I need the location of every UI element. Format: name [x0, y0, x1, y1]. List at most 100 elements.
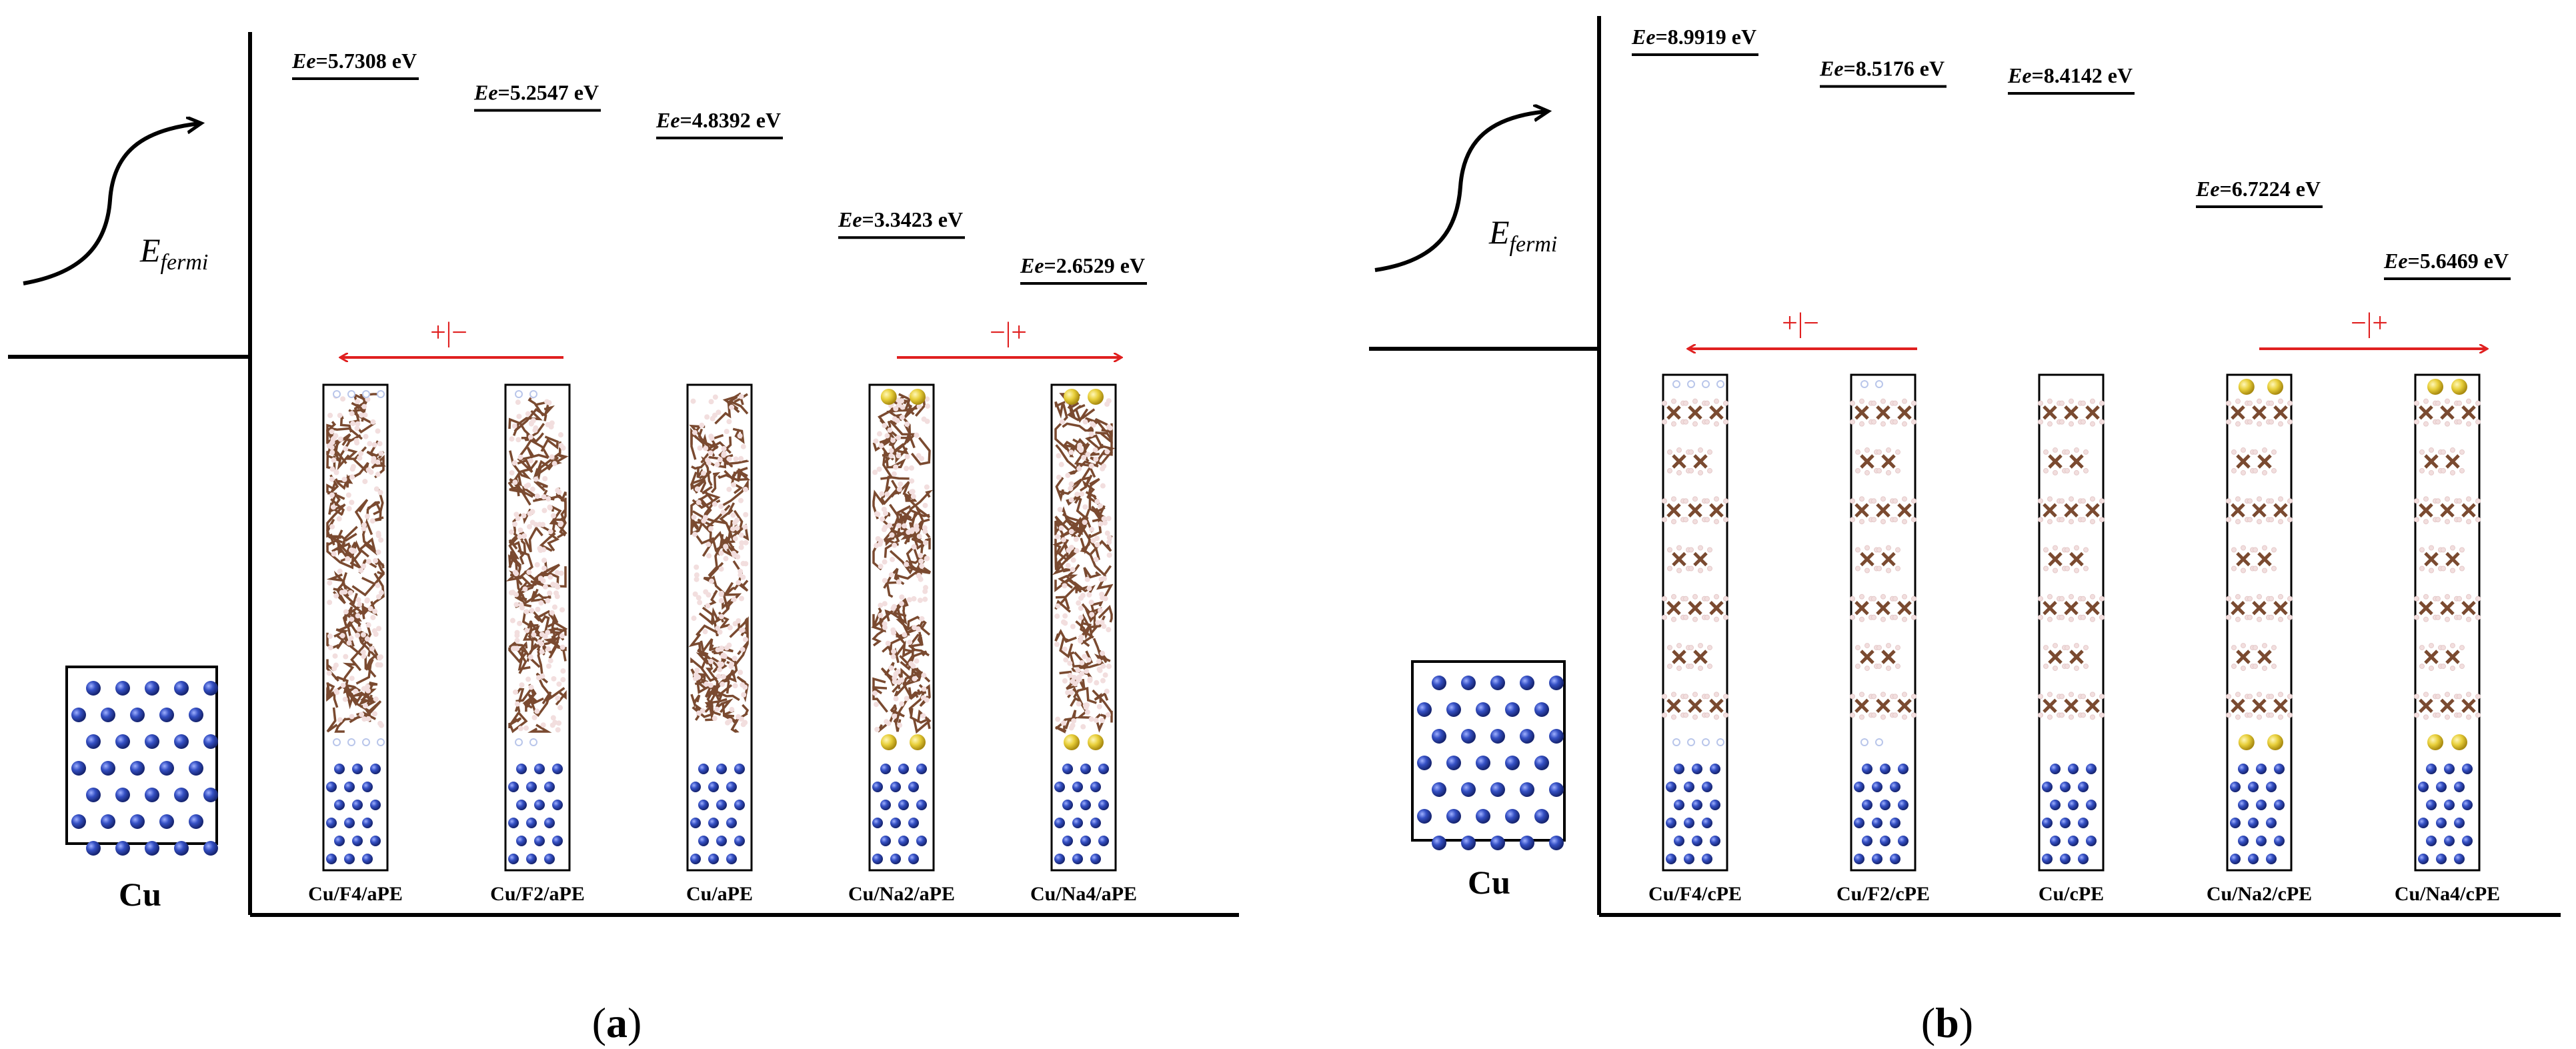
h-atom	[887, 427, 893, 433]
h-atom	[875, 511, 881, 517]
h-atom	[547, 504, 553, 510]
h-atom	[548, 423, 554, 429]
cu-atom	[2274, 836, 2285, 846]
f-atom	[1702, 380, 1710, 388]
cu-atom	[334, 800, 345, 810]
h-atom	[712, 716, 718, 722]
polymer-chain	[1054, 399, 1070, 419]
h-atom	[708, 433, 714, 439]
cu-atom	[159, 708, 174, 722]
h-atom	[1072, 681, 1078, 687]
h-atom	[1088, 431, 1094, 437]
left-arrow-label: +|−	[430, 317, 467, 348]
h-atom	[551, 461, 557, 467]
h-atom	[718, 550, 724, 556]
h-atom	[527, 434, 533, 440]
cu-atom	[690, 854, 701, 864]
h-atom	[899, 594, 905, 600]
cu-atom	[1062, 764, 1073, 774]
cu-atom	[71, 761, 86, 776]
cu-atom	[2426, 764, 2437, 774]
h-atom	[521, 513, 527, 519]
h-atom	[1104, 688, 1110, 694]
h-atom	[732, 683, 738, 689]
h-atom	[1106, 627, 1112, 633]
cu-atom	[516, 764, 527, 774]
h-atom	[919, 616, 925, 622]
h-atom	[885, 640, 891, 646]
cu-atom	[880, 836, 891, 846]
h-atom	[692, 429, 698, 435]
h-atom	[735, 554, 741, 560]
polymer-chain	[517, 438, 550, 459]
polymer-chain	[513, 407, 547, 433]
cu-atom	[1534, 756, 1549, 770]
h-atom	[1084, 576, 1090, 582]
h-atom	[375, 459, 381, 465]
polymer-chain	[726, 395, 749, 415]
h-atom	[518, 602, 524, 608]
h-atom	[878, 612, 884, 618]
h-atom	[879, 491, 885, 497]
cu-atom	[1684, 818, 1694, 828]
h-atom	[537, 546, 543, 552]
polymer-chain	[329, 474, 339, 493]
h-atom	[1054, 614, 1060, 620]
h-atom	[924, 556, 930, 562]
pe-unit	[2457, 692, 2481, 720]
h-atom	[336, 515, 342, 521]
slab-cu-na4-ape	[1050, 383, 1117, 872]
h-atom	[691, 514, 697, 520]
polymer-chain	[326, 570, 345, 582]
h-atom	[546, 399, 552, 405]
cu-atom	[1854, 818, 1864, 828]
polymer-chain	[917, 634, 924, 646]
h-atom	[897, 722, 903, 728]
h-atom	[1094, 536, 1100, 542]
polymer-chain	[709, 690, 740, 704]
cu-atom	[1062, 800, 1073, 810]
h-atom	[545, 630, 551, 636]
polymer-chain	[872, 677, 886, 695]
h-atom	[1070, 557, 1076, 563]
cu-atom	[344, 782, 355, 792]
h-atom	[918, 576, 924, 582]
cu-atom	[516, 800, 527, 810]
h-atom	[743, 540, 749, 546]
h-atom	[1068, 529, 1074, 535]
ee-value: =5.6469 eV	[2408, 249, 2509, 273]
h-atom	[539, 521, 545, 528]
na-atom	[2238, 379, 2255, 395]
polymer-chain	[537, 650, 544, 677]
cu-atom	[544, 854, 555, 864]
h-atom	[331, 551, 337, 557]
polymer-chain	[514, 592, 527, 604]
h-atom	[559, 644, 565, 650]
h-atom	[1088, 600, 1094, 606]
h-atom	[891, 471, 897, 477]
polymer-chain	[721, 457, 749, 465]
pe-unit	[1871, 594, 1895, 622]
h-atom	[361, 716, 367, 722]
h-atom	[514, 632, 520, 638]
h-atom	[720, 653, 726, 659]
polymer-chain	[1094, 713, 1107, 733]
h-atom	[919, 563, 925, 569]
h-atom	[737, 433, 743, 439]
polymer-chain	[885, 456, 906, 469]
cu-atom	[1890, 782, 1900, 792]
h-atom	[377, 489, 383, 495]
cu-atom	[2230, 782, 2241, 792]
slab-label: Cu/Na4/aPE	[1030, 883, 1137, 905]
left-arrow-label: +|−	[1782, 308, 1819, 339]
h-atom	[921, 672, 927, 678]
h-atom	[1104, 449, 1110, 455]
h-atom	[729, 661, 735, 667]
cu-atom	[1072, 782, 1083, 792]
h-atom	[369, 646, 375, 652]
polymer-chain	[884, 517, 900, 558]
h-atom	[550, 513, 556, 519]
cu-atom	[1710, 764, 1720, 774]
polymer-chain	[1066, 405, 1096, 421]
h-atom	[873, 438, 879, 444]
